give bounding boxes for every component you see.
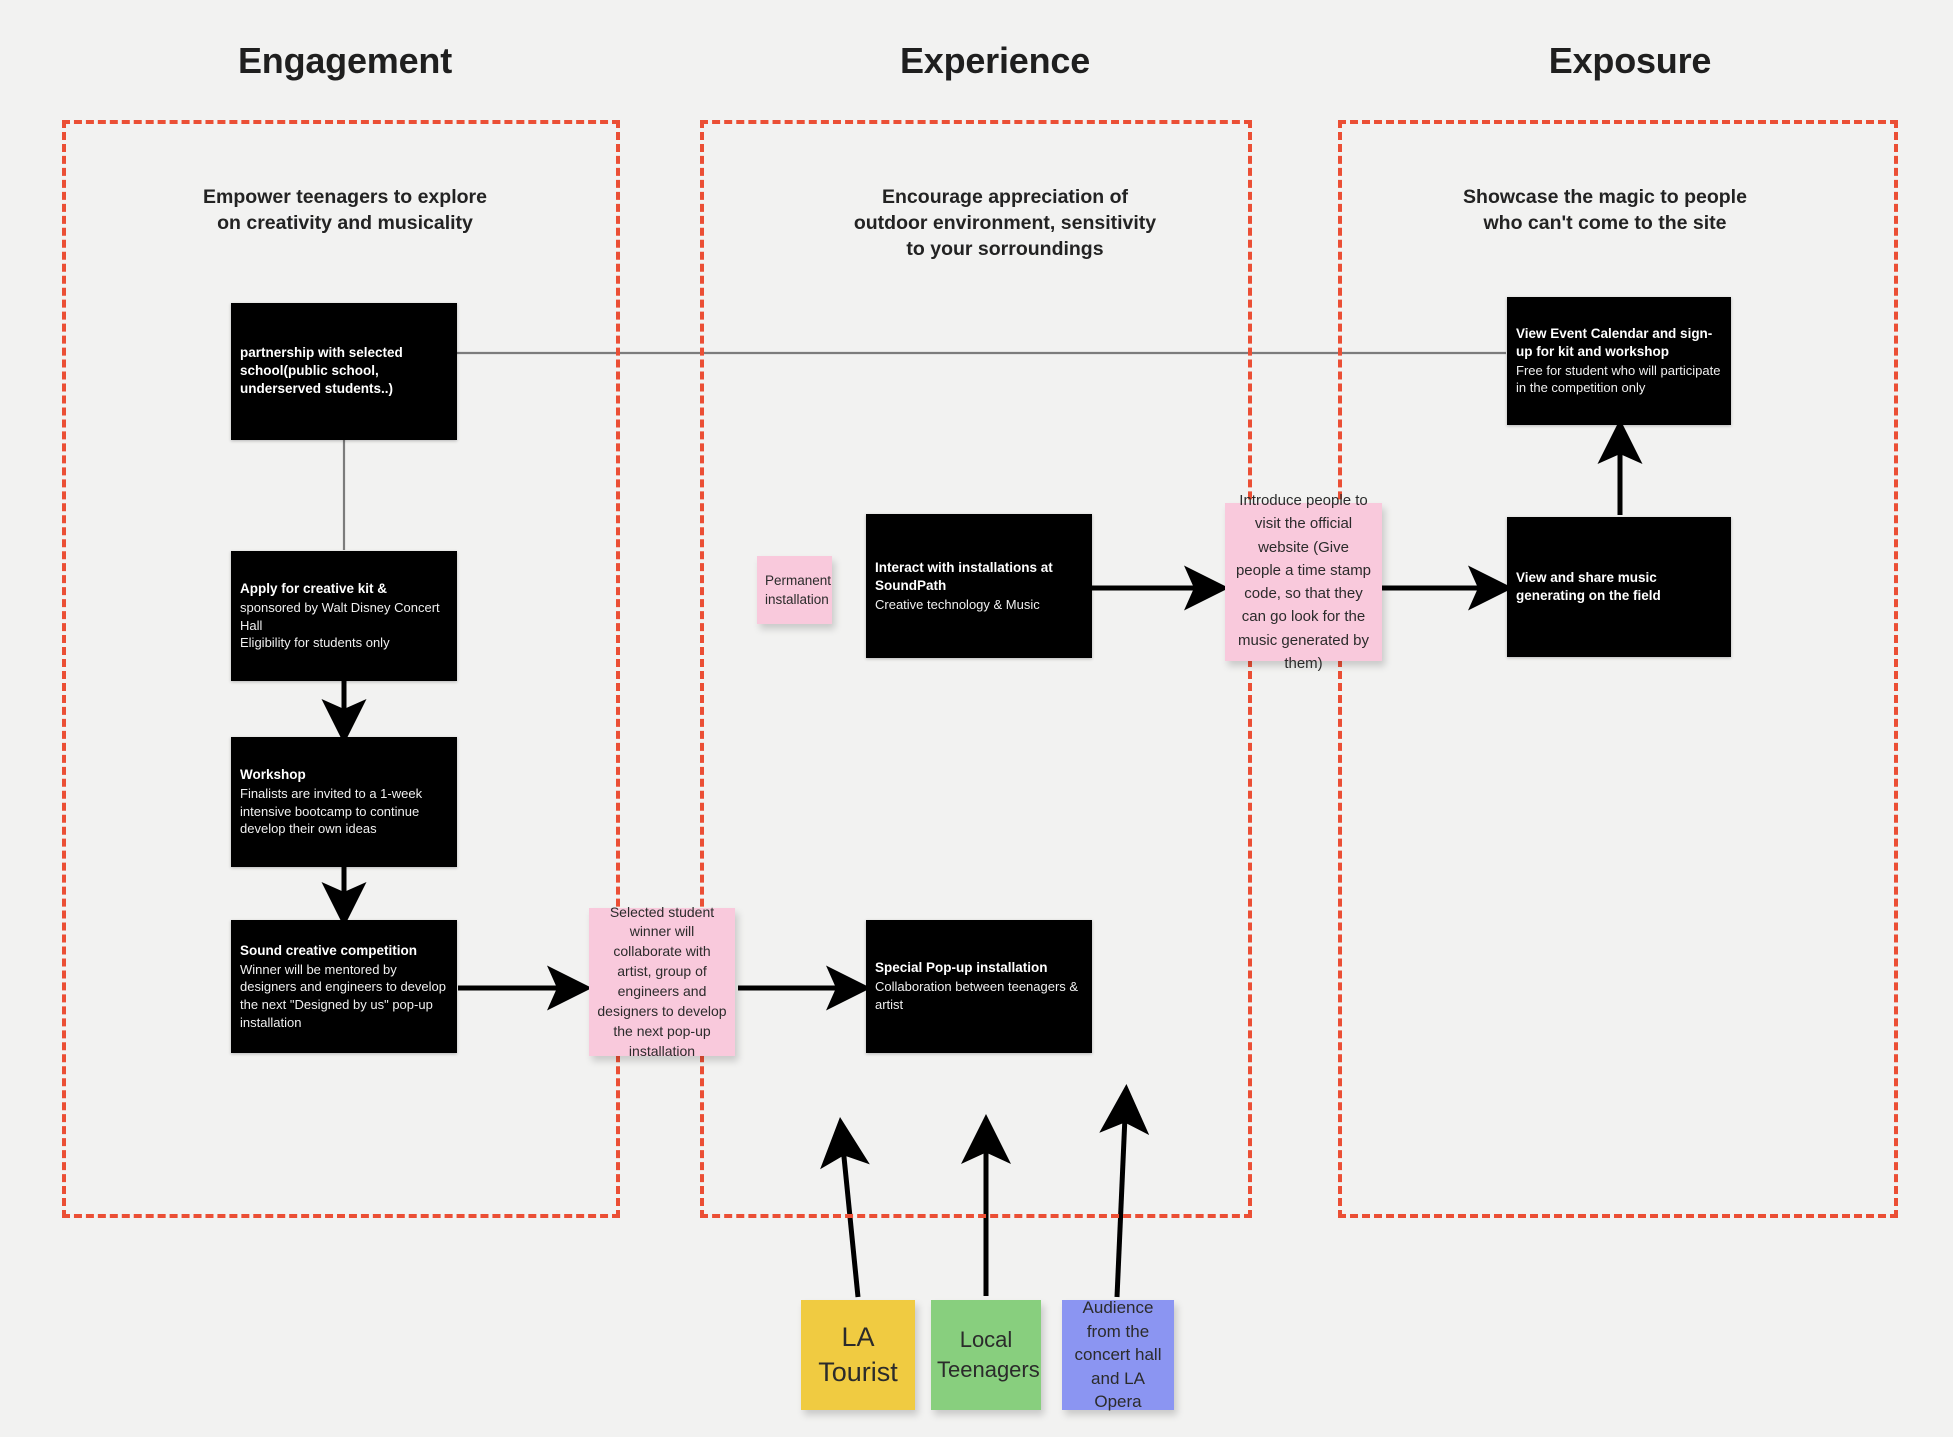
card-competition-title: Sound creative competition [240,942,418,958]
stage-goal-experience-line-1: Encourage appreciation of [882,186,1128,208]
card-event-calendar[interactable]: View Event Calendar and sign-up for kit … [1507,297,1731,425]
card-competition[interactable]: Sound creative competition Winner will b… [231,920,457,1053]
persona-audience-label: Audience from the concert hall and LA Op… [1074,1298,1162,1412]
card-creative-kit-body: sponsored by Walt Disney Concert Hall El… [240,599,440,651]
persona-la-tourist-label: LA Tourist [818,1321,898,1387]
card-creative-kit[interactable]: Apply for creative kit & sponsored by Wa… [231,551,457,681]
card-partnership-title: partnership with selected school(public … [240,345,403,396]
card-partnership[interactable]: partnership with selected school(public … [231,303,457,440]
persona-local-teenagers[interactable]: Local Teenagers [931,1300,1041,1410]
note-permanent-installation[interactable]: Permanent installation [757,556,832,624]
card-popup[interactable]: Special Pop-up installation Collaboratio… [866,920,1092,1053]
card-popup-body: Collaboration between teenagers & artist [875,979,1079,1012]
note-selected-student-text: Selected student winner will collaborate… [597,903,727,1059]
note-selected-student[interactable]: Selected student winner will collaborate… [589,904,735,1059]
note-introduce-people[interactable]: Introduce people to visit the official w… [1225,492,1382,672]
stage-goal-engagement: Empower teenagers to explore on creativi… [130,185,560,237]
stage-goal-exposure: Showcase the magic to people who can't c… [1390,185,1820,237]
card-workshop[interactable]: Workshop Finalists are invited to a 1-we… [231,737,457,867]
stage-panel-engagement [62,120,620,1218]
stage-title-experience: Experience [899,40,1091,81]
stage-goal-engagement-line-2: on creativity and musicality [217,211,473,234]
card-workshop-body: Finalists are invited to a 1-week intens… [240,785,423,837]
card-view-share[interactable]: View and share music generating on the f… [1507,517,1731,657]
persona-local-teenagers-label: Local Teenagers [937,1327,1040,1382]
stage-goal-engagement-line-1: Empower teenagers to explore [203,186,487,208]
card-event-calendar-body: Free for student who will participate in… [1516,362,1721,396]
stage-goal-exposure-line-2: who can't come to the site [1483,211,1727,234]
persona-audience[interactable]: Audience from the concert hall and LA Op… [1062,1298,1174,1411]
stage-title-exposure: Exposure [1548,40,1712,81]
card-competition-body: Winner will be mentored by designers and… [240,961,446,1030]
stage-title-engagement: Engagement [237,40,453,81]
stage-goal-experience: Encourage appreciation of outdoor enviro… [790,185,1220,263]
card-event-calendar-title: View Event Calendar and sign-up for kit … [1516,325,1713,359]
persona-la-tourist[interactable]: LA Tourist [801,1300,915,1410]
card-soundpath[interactable]: Interact with installations at SoundPath… [866,514,1092,658]
stage-panel-exposure [1338,120,1898,1218]
card-creative-kit-title: Apply for creative kit & [240,581,388,597]
note-permanent-installation-text: Permanent installation [765,572,832,607]
note-introduce-people-text: Introduce people to visit the official w… [1235,492,1372,672]
stage-goal-experience-line-2: outdoor environment, sensitivity [853,211,1157,234]
card-popup-title: Special Pop-up installation [875,960,1048,976]
stage-goal-experience-line-3: to your sorroundings [906,237,1104,260]
card-soundpath-body: Creative technology & Music [875,596,1040,612]
card-view-share-title: View and share music generating on the f… [1516,569,1661,603]
stage-goal-exposure-line-1: Showcase the magic to people [1463,186,1747,208]
card-workshop-title: Workshop [240,767,306,783]
card-soundpath-title: Interact with installations at SoundPath [875,559,1053,593]
stage-panel-experience [700,120,1252,1218]
